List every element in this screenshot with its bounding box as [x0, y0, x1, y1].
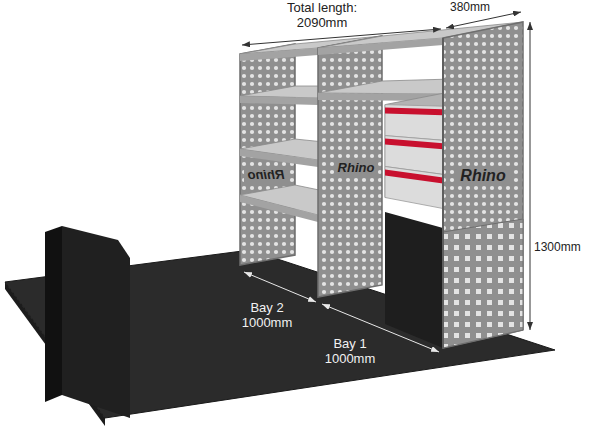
drawer-handle	[385, 170, 443, 184]
dimension-label: 380mm	[440, 0, 500, 15]
drawer-handle	[385, 108, 443, 116]
panel-front-edge	[442, 38, 444, 348]
brand-logo: Rhino	[334, 160, 378, 175]
dimension-line	[244, 272, 316, 302]
dimension-label: Total length: 2090mm	[272, 0, 372, 30]
bay-1-lower-opening	[385, 212, 443, 348]
bay-dimension-label: Bay 1 1000mm	[318, 336, 382, 366]
wheel-arch-side	[45, 226, 62, 402]
middle-divider-panel	[318, 36, 382, 297]
dimension-line	[242, 29, 441, 45]
drawer-handle	[385, 139, 443, 150]
dimension-label: 1300mm	[534, 240, 586, 255]
brand-logo: Rhino	[244, 167, 288, 182]
bay-dimension-label: Bay 2 1000mm	[236, 300, 298, 330]
right-end-panel	[443, 22, 523, 348]
brand-logo: Rhino	[455, 168, 511, 183]
right-end-panel-lower	[443, 219, 523, 348]
dimension-line	[530, 22, 531, 330]
wheel-arch-front	[62, 226, 130, 418]
